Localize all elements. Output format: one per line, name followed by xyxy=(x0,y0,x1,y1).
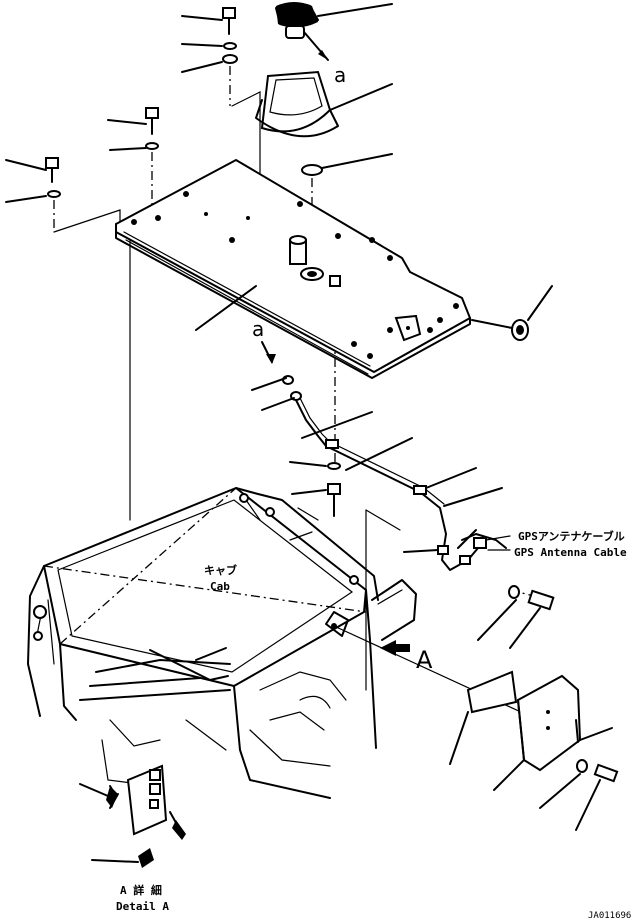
bolt-stack-1 xyxy=(181,7,238,73)
cab-label-en: Cab xyxy=(210,580,230,593)
grommet xyxy=(471,285,553,341)
right-bolt-group xyxy=(477,585,555,649)
detail-a-label-en: Detail A xyxy=(116,900,169,913)
antenna-base-bracket xyxy=(255,70,393,138)
gps-antenna-cable xyxy=(282,375,511,571)
bolt-stack-3 xyxy=(5,157,61,203)
view-a-label: A xyxy=(416,646,433,674)
gps-antenna xyxy=(275,2,393,61)
seal-washer xyxy=(301,153,393,176)
ref-a-mid: a xyxy=(252,317,264,341)
cab-label-jp: キャブ xyxy=(204,563,237,577)
bolt-stack-2 xyxy=(107,107,159,151)
cover-bracket xyxy=(449,670,619,831)
gps-cable-label-jp: GPSアンテナケーブル xyxy=(518,529,625,543)
cab-frame xyxy=(27,487,417,799)
detail-a-label-jp: A 詳 細 xyxy=(120,883,162,897)
ref-a-arrow xyxy=(261,341,276,364)
mounting-plate xyxy=(115,158,472,379)
gps-cable-label-en: GPS Antenna Cable xyxy=(514,546,627,559)
ref-a-top: a xyxy=(334,63,346,87)
detail-a-sketch xyxy=(79,764,186,868)
view-a-arrow: A xyxy=(380,640,433,674)
cable-leaders xyxy=(251,377,503,553)
stud-column xyxy=(329,275,341,287)
plate-holes xyxy=(131,191,459,359)
drawing-number: JA011696 xyxy=(588,911,631,921)
center-bolt xyxy=(289,461,341,517)
